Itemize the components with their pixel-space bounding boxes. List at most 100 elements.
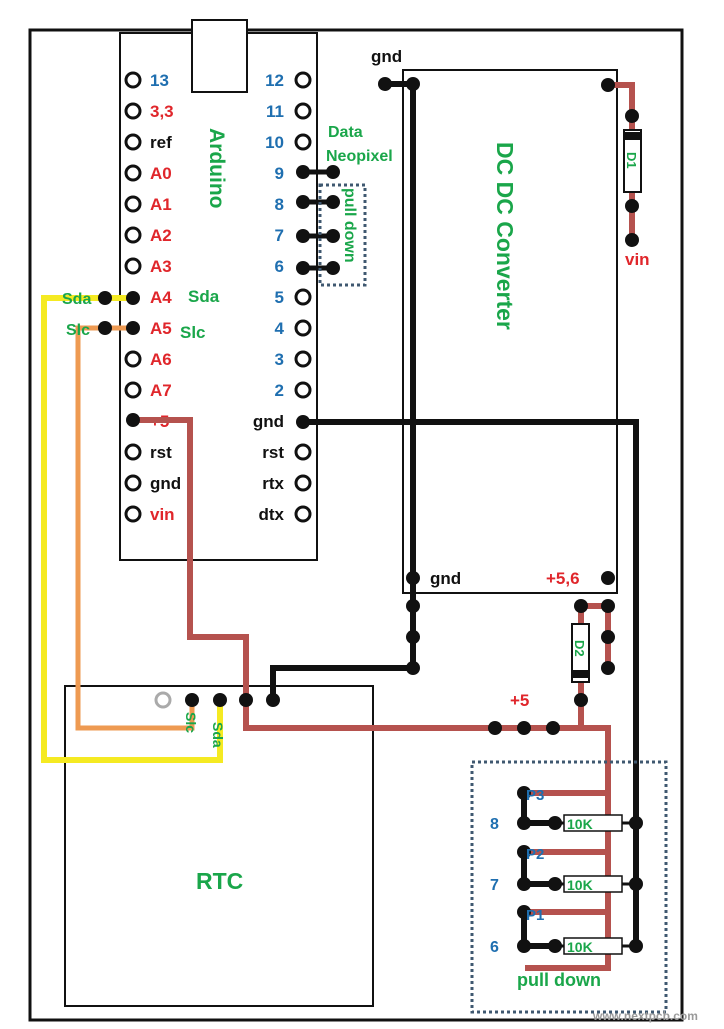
resistor-body — [563, 875, 623, 893]
label-vin: vin — [625, 250, 650, 269]
pin-label: rst — [262, 443, 284, 462]
arduino-right-pin: rtx — [262, 474, 312, 493]
pin-label: 4 — [275, 319, 285, 338]
arduino-left-pin: rst — [124, 443, 172, 462]
arduino-slc-label: Slc — [180, 323, 206, 342]
arduino-right-pin: 3 — [275, 350, 312, 369]
pin-pad — [124, 350, 142, 368]
arduino-left-pin: A0 — [124, 164, 172, 183]
pin-label: rst — [150, 443, 172, 462]
arduino-left-pin: A3 — [124, 257, 172, 276]
arduino-left-pin: A1 — [124, 195, 172, 214]
arduino-left-pin: vin — [124, 505, 175, 524]
pin-label: A5 — [150, 319, 172, 338]
pull-down-pin-label: 7 — [490, 877, 499, 894]
arduino-right-pin: 7 — [275, 226, 284, 245]
pin-pad — [294, 133, 312, 151]
wire-gnd-arduino — [300, 419, 639, 951]
dot-r1-right — [629, 816, 643, 830]
rtc-pad-vcc — [239, 693, 253, 707]
arduino-left-pin: A2 — [124, 226, 172, 245]
rtc-pad-gnd — [266, 693, 280, 707]
dot-gnd-1 — [406, 599, 420, 613]
dot-p3 — [517, 786, 531, 800]
arduino-right-pin: 4 — [275, 319, 312, 338]
pull-down-dashed-box-small — [318, 183, 367, 287]
watermark: www.nextpcb.com — [592, 1009, 698, 1023]
arduino-right-pin: 8 — [275, 195, 284, 214]
diode-d1: D1 — [623, 129, 642, 193]
dot-d2-top — [574, 599, 588, 613]
label-wire-slc: Slc — [66, 322, 90, 339]
dot-sda-wire — [98, 291, 112, 305]
pin-pad — [294, 443, 312, 461]
d2-body — [571, 623, 590, 683]
usb-connector — [191, 19, 248, 93]
pin-label: A3 — [150, 257, 172, 276]
pad-a4 — [126, 291, 140, 305]
arduino-right-pin: 9 — [275, 164, 284, 183]
dot-r3-right — [629, 939, 643, 953]
pin-label: 13 — [150, 71, 169, 90]
pin-label: A1 — [150, 195, 172, 214]
pin-label: A7 — [150, 381, 172, 400]
pull-down-dashed-box-large — [470, 760, 668, 1014]
resistor-value: 10K — [567, 877, 593, 893]
dot-d1-bottom — [625, 199, 639, 213]
arduino-right-pin: 11 — [266, 102, 312, 121]
pin-label: A2 — [150, 226, 172, 245]
pad-pin9 — [296, 165, 310, 179]
pin-label: vin — [150, 505, 175, 524]
arduino-right-pin: 6 — [275, 257, 284, 276]
dot-pd8 — [326, 195, 340, 209]
pin-label: 3,3 — [150, 102, 174, 121]
pin-pad — [124, 474, 142, 492]
pin-label: gnd — [150, 474, 181, 493]
pull-down-p-label: P3 — [526, 787, 544, 804]
d1-body — [623, 129, 642, 193]
label-data: Data — [328, 124, 363, 141]
resistor: 10K — [555, 937, 636, 955]
pin-pad — [124, 257, 142, 275]
junction-dots — [98, 77, 643, 953]
d2-band — [572, 670, 589, 678]
dot-plus5-1 — [488, 721, 502, 735]
dot-r1-left — [548, 816, 562, 830]
resistor-value: 10K — [567, 816, 593, 832]
dot-p1 — [517, 905, 531, 919]
label-plus-5-6: +5,6 — [546, 569, 580, 588]
pin-label: 9 — [275, 164, 284, 183]
dot-plus56-3 — [601, 661, 615, 675]
label-plus-5: +5 — [510, 691, 529, 710]
d1-band — [624, 132, 641, 140]
resistor-value: 10K — [567, 939, 593, 955]
pin-pad — [124, 102, 142, 120]
dot-pd7 — [326, 229, 340, 243]
pull-down-p-label: P2 — [526, 846, 544, 863]
dot-plus5-3 — [546, 721, 560, 735]
pin-pad — [294, 288, 312, 306]
dot-gnd-3 — [406, 661, 420, 675]
dot-gnd-2 — [406, 630, 420, 644]
resistor-body — [563, 814, 623, 832]
dot-gnd-top — [378, 77, 392, 91]
pin-label: 5 — [275, 288, 284, 307]
rtc-module: RTC — [64, 685, 374, 1007]
pin-pad — [124, 381, 142, 399]
dc-dc-converter: DC DC Converter — [402, 69, 618, 594]
dot-r3-left — [548, 939, 562, 953]
rtc-title: RTC — [196, 868, 243, 894]
dot-pin8-pd — [517, 816, 531, 830]
dot-d1-top — [625, 109, 639, 123]
pin-pad — [124, 505, 142, 523]
pin-label: gnd — [253, 412, 284, 431]
pin-pad — [124, 443, 142, 461]
dot-vin-top — [601, 78, 615, 92]
dot-pd6 — [326, 261, 340, 275]
converter-body — [402, 69, 618, 594]
arduino-right-pin: 5 — [275, 288, 312, 307]
dot-gnd-top2 — [406, 77, 420, 91]
resistor: 10K — [555, 875, 636, 893]
